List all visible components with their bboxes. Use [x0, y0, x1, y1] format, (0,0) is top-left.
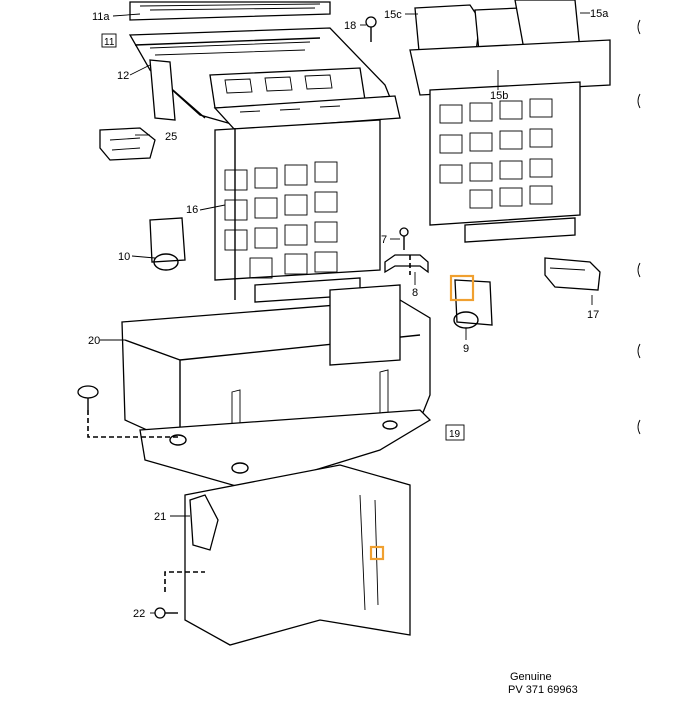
part-screw-7	[399, 227, 409, 250]
edge-marks	[637, 19, 641, 435]
callout-11a: 11a	[92, 11, 110, 23]
part-relay-block-16	[214, 119, 381, 303]
callout-21: 21	[154, 511, 166, 523]
part-lower-bracket-21	[184, 464, 411, 646]
callout-box-11	[101, 33, 117, 48]
callout-15b: 15b	[490, 90, 508, 102]
callout-box-19	[445, 424, 465, 441]
part-housing-20	[121, 284, 431, 453]
callout-18: 18	[344, 20, 356, 32]
callout-8: 8	[412, 287, 418, 299]
callout-15a: 15a	[590, 8, 609, 20]
callout-20: 20	[88, 335, 100, 347]
part-connector-25	[99, 127, 156, 161]
part-screw-18	[365, 16, 377, 42]
part-relays-15	[409, 0, 611, 96]
callout-7: 7	[381, 234, 387, 246]
callout-16: 16	[186, 204, 198, 216]
part-clip-8	[384, 254, 429, 274]
part-base-plate	[139, 409, 432, 491]
part-screw-22	[154, 607, 178, 619]
callout-17: 17	[587, 309, 599, 321]
part-relay-17	[544, 257, 601, 291]
callout-11: 11	[104, 37, 115, 48]
footer-part-number: PV 371 69963	[508, 684, 578, 696]
callout-9: 9	[463, 343, 469, 355]
leader-lines	[100, 12, 593, 614]
part-fusebox-top-12	[128, 27, 401, 131]
callout-25: 25	[165, 131, 177, 143]
callout-10: 10	[118, 251, 130, 263]
part-bracket-10	[149, 217, 186, 271]
footer-genuine: Genuine	[510, 671, 552, 683]
assembly-lines	[87, 255, 411, 592]
callout-22: 22	[133, 608, 145, 620]
part-cover-11a	[129, 1, 331, 21]
highlight-marker-9	[449, 274, 475, 302]
callout-19: 19	[449, 429, 461, 440]
callout-12: 12	[117, 70, 129, 82]
part-bolt	[77, 385, 99, 410]
highlight-marker-bracket	[369, 545, 385, 561]
part-fuse-panel-right	[429, 81, 581, 243]
part-bracket-9	[449, 274, 493, 329]
callout-15c: 15c	[384, 9, 402, 21]
